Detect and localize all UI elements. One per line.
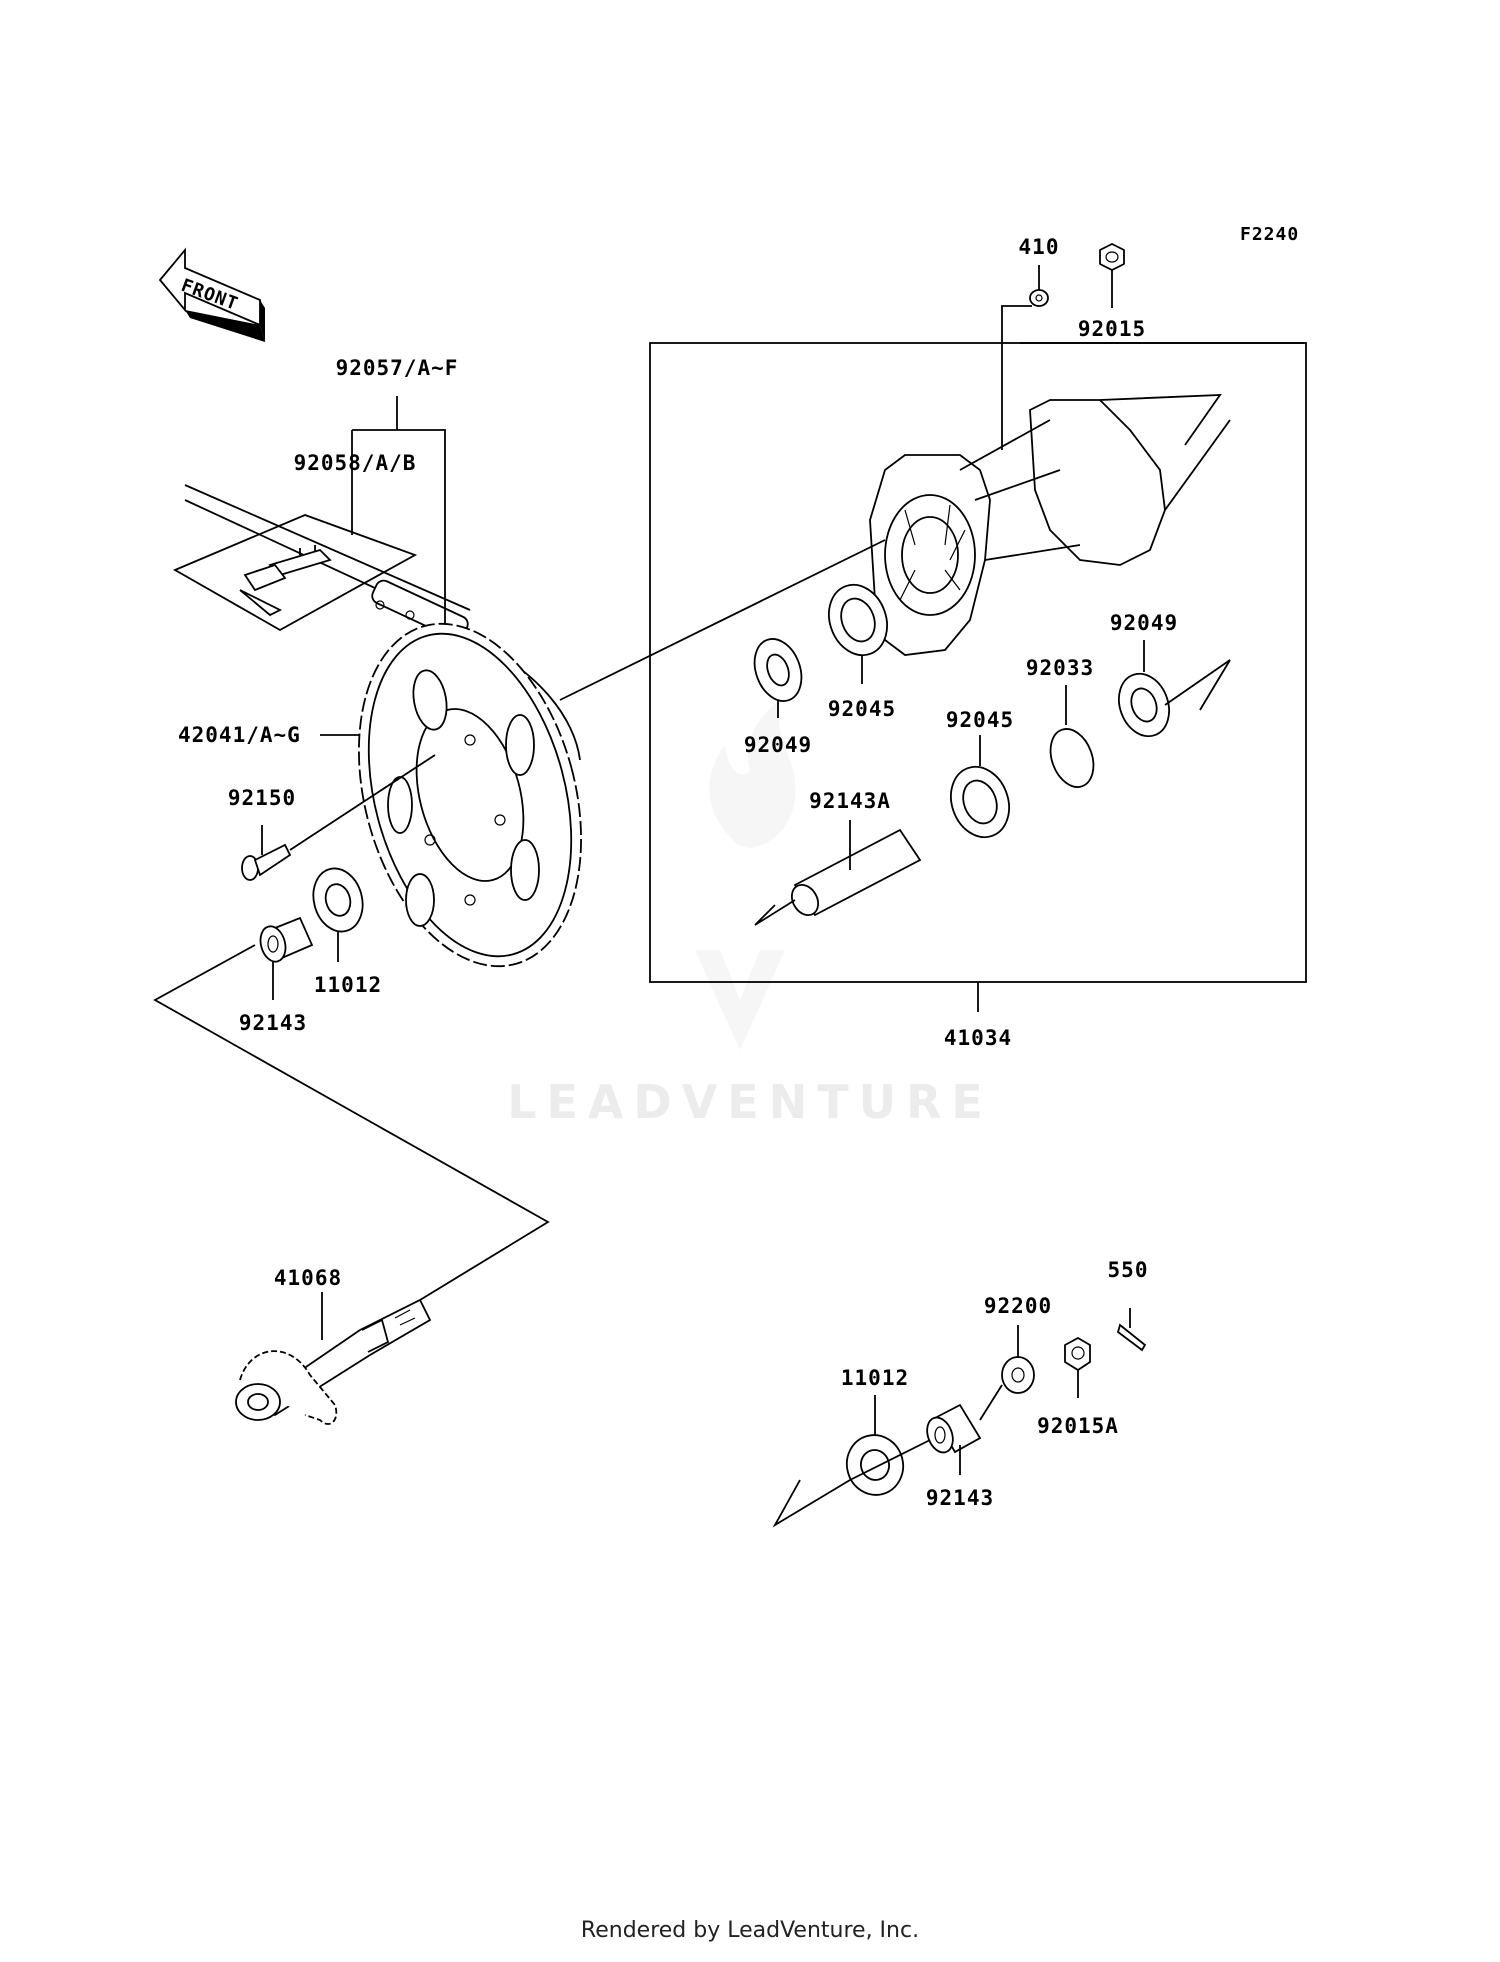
label-41034: 41034 (944, 1026, 1012, 1050)
watermark-text: LEADVENTURE (507, 1075, 993, 1129)
footer-credit: Rendered by LeadVenture, Inc. (580, 1918, 920, 1943)
label-92045-top: 92045 (828, 697, 896, 721)
part-92150-bolt (241, 754, 436, 881)
label-550: 550 (1108, 1258, 1149, 1282)
label-11012-top: 11012 (314, 973, 382, 997)
part-92049-left-seal (753, 638, 803, 718)
part-92033-circlip (1049, 685, 1095, 788)
part-92143-top-collar (259, 916, 314, 1000)
label-92143A: 92143A (809, 789, 891, 813)
part-11012-bottom-washer (772, 1395, 931, 1528)
hub-assembly-box (649, 342, 1307, 983)
part-410 (1001, 265, 1049, 450)
part-rear-hub (869, 394, 1231, 656)
part-11012-top-washer (312, 867, 364, 962)
diagram-code: F2240 (1240, 224, 1299, 245)
axle-leader-lines (153, 944, 550, 1301)
part-92200-washer (1001, 1325, 1035, 1394)
label-11012-bottom: 11012 (841, 1366, 909, 1390)
axle-line (559, 539, 886, 701)
label-42041: 42041/A~G (178, 723, 301, 747)
label-92057: 92057/A~F (336, 356, 459, 380)
watermark-logo (695, 700, 796, 1050)
part-92015A-nut (1064, 1336, 1091, 1398)
label-92049-right: 92049 (1110, 611, 1178, 635)
label-92143-top: 92143 (239, 1011, 307, 1035)
label-92033: 92033 (1026, 656, 1094, 680)
part-92045-mid-bearing (950, 735, 1010, 839)
part-550-cotter-pin (1116, 1308, 1147, 1352)
label-92015A: 92015A (1037, 1414, 1119, 1438)
part-92049-right-seal (1118, 640, 1231, 738)
label-92058: 92058/A/B (294, 451, 417, 475)
label-92143-bottom: 92143 (926, 1486, 994, 1510)
part-92015-nut (1099, 242, 1125, 308)
label-92015: 92015 (1078, 317, 1146, 341)
label-410: 410 (1019, 235, 1060, 259)
label-41068: 41068 (274, 1266, 342, 1290)
part-92143A-spacer (754, 820, 922, 926)
label-92049-left: 92049 (744, 733, 812, 757)
bracket-92057 (352, 429, 446, 625)
label-92150: 92150 (228, 786, 296, 810)
part-92143-bottom-collar (926, 1384, 1003, 1475)
label-92045-mid: 92045 (946, 708, 1014, 732)
front-arrow-icon: FRONT (158, 247, 265, 342)
part-92045-top-bearing (828, 583, 888, 684)
label-92200: 92200 (984, 1294, 1052, 1318)
part-rear-sprocket (358, 622, 582, 968)
part-41068-axle (235, 1292, 432, 1425)
